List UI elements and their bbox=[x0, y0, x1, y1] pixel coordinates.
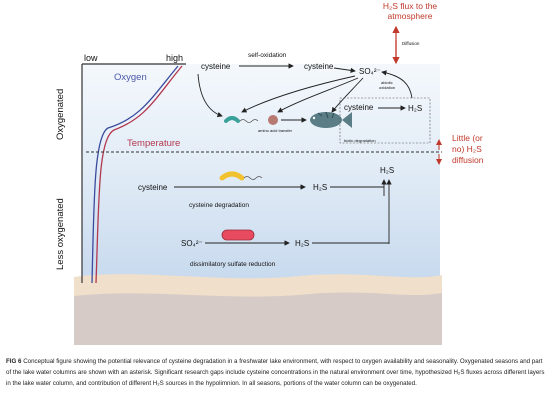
zone-less-oxygenated-label: Less oxygenated bbox=[55, 198, 66, 270]
figure-caption: FIG 6 Conceptual figure showing the pote… bbox=[6, 356, 546, 390]
cysteine-degradation-label: cysteine degradation bbox=[189, 202, 249, 209]
little-h2s-label-2: no) H₂S bbox=[452, 144, 482, 154]
h2s-to-so4-arrow bbox=[381, 70, 413, 99]
h2s-flux-label-2: atmosphere bbox=[388, 11, 433, 21]
abiotic-label-2: oxidation bbox=[379, 85, 395, 90]
axis-high-label: high bbox=[166, 53, 183, 63]
so4-to-aa-arrow bbox=[277, 77, 359, 113]
little-h2s-label-3: diffusion bbox=[452, 155, 484, 165]
lake-diagram: low high Oxygen Temperature Oxygenated L… bbox=[55, 1, 484, 345]
amino-acid-transfer-label: amino acid transfer bbox=[258, 128, 293, 133]
oxygen-label: Oxygen bbox=[114, 72, 147, 83]
cys-to-so4-arrow bbox=[333, 67, 356, 74]
lower-h2s-top: H₂S bbox=[380, 166, 394, 175]
diffusion-label: Diffusion bbox=[402, 41, 420, 46]
biotic-degradation-label: biotic degradation bbox=[344, 138, 376, 143]
cysteine-top-right: cysteine bbox=[304, 62, 334, 71]
axis-low-label: low bbox=[84, 53, 98, 63]
so4-to-bacteria-arrow bbox=[241, 75, 356, 113]
cysteine-to-bacteria-arrow bbox=[197, 73, 223, 118]
squiggle-icon bbox=[239, 119, 259, 123]
bacteria-icon bbox=[224, 116, 240, 123]
lower-cysteine: cysteine bbox=[138, 183, 168, 192]
abiotic-label-1: abiotic bbox=[381, 80, 393, 85]
amino-acid-icon bbox=[268, 115, 278, 125]
temperature-label: Temperature bbox=[127, 138, 180, 149]
so4-top: SO₄²⁻ bbox=[359, 67, 381, 76]
lower-h2s-mid: H₂S bbox=[313, 183, 327, 192]
biotic-degradation-box bbox=[339, 97, 431, 144]
zone-oxygenated-label: Oxygenated bbox=[55, 89, 66, 140]
lower-h2s-bottom: H₂S bbox=[295, 239, 309, 248]
lower-squiggle-icon bbox=[243, 176, 263, 180]
caption-text: Conceptual figure showing the potential … bbox=[6, 358, 545, 388]
box-h2s: H₂S bbox=[408, 104, 422, 113]
so4-to-fish-arrow bbox=[331, 77, 364, 113]
cysteine-top-left: cysteine bbox=[201, 62, 231, 71]
fish-icon bbox=[310, 111, 352, 128]
so4-lower: SO₄²⁻ bbox=[181, 239, 203, 248]
dissimilatory-sulfate-reduction-label: dissimilatory sulfate reduction bbox=[190, 261, 276, 268]
self-oxidation-label: self-oxidation bbox=[248, 52, 287, 59]
little-h2s-label-1: Little (or bbox=[452, 133, 483, 143]
h2s-flux-label-1: H₂S flux to the bbox=[383, 1, 438, 11]
sediment-bottom bbox=[74, 292, 442, 345]
cysteine-bacteria-icon bbox=[219, 171, 245, 181]
caption-label: FIG 6 bbox=[6, 358, 22, 365]
oxygen-curve bbox=[91, 65, 179, 284]
box-cysteine: cysteine bbox=[344, 103, 374, 112]
temperature-curve bbox=[95, 65, 183, 284]
sulfate-reducer-icon bbox=[221, 229, 255, 241]
